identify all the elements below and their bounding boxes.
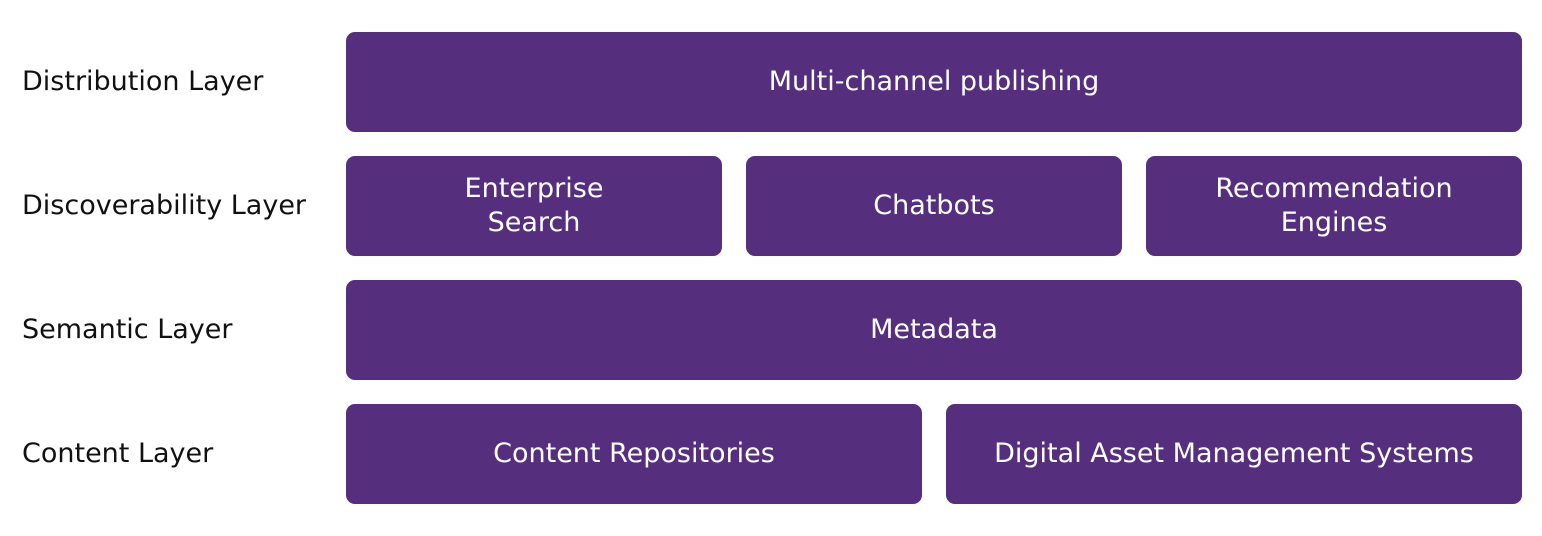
layer-box-multi-channel-publishing: Multi-channel publishing xyxy=(346,32,1522,132)
layer-row-content: Content Layer Content Repositories Digit… xyxy=(0,404,1542,504)
layer-label: Semantic Layer xyxy=(22,314,233,345)
box-label-line: Chatbots xyxy=(873,190,995,221)
layer-row-discoverability: Discoverability Layer Enterprise Search … xyxy=(0,156,1542,256)
box-label-line: Multi-channel publishing xyxy=(768,66,1100,97)
layer-box-chatbots: Chatbots xyxy=(746,156,1122,256)
layer-boxes: Enterprise Search Chatbots Recommendatio… xyxy=(346,156,1522,256)
box-label-line: Content Repositories xyxy=(493,438,775,469)
layer-box-digital-asset-management-systems: Digital Asset Management Systems xyxy=(946,404,1522,504)
layer-boxes: Multi-channel publishing xyxy=(346,32,1522,132)
layer-boxes: Content Repositories Digital Asset Manag… xyxy=(346,404,1522,504)
layer-label: Discoverability Layer xyxy=(22,190,307,221)
layer-box-metadata: Metadata xyxy=(346,280,1522,380)
box-label-line: Search xyxy=(487,207,581,238)
box-label-line: Metadata xyxy=(870,314,998,345)
box-label-line: Recommendation xyxy=(1215,173,1453,204)
layer-box-enterprise-search: Enterprise Search xyxy=(346,156,722,256)
layer-label: Distribution Layer xyxy=(22,66,264,97)
layer-row-semantic: Semantic Layer Metadata xyxy=(0,280,1542,380)
layer-boxes: Metadata xyxy=(346,280,1522,380)
box-label-line: Enterprise xyxy=(464,173,604,204)
box-label-line: Engines xyxy=(1280,207,1388,238)
layer-label: Content Layer xyxy=(22,438,214,469)
layer-row-distribution: Distribution Layer Multi-channel publish… xyxy=(0,32,1542,132)
box-label-line: Digital Asset Management Systems xyxy=(994,438,1474,469)
layer-box-recommendation-engines: Recommendation Engines xyxy=(1146,156,1522,256)
layer-box-content-repositories: Content Repositories xyxy=(346,404,922,504)
